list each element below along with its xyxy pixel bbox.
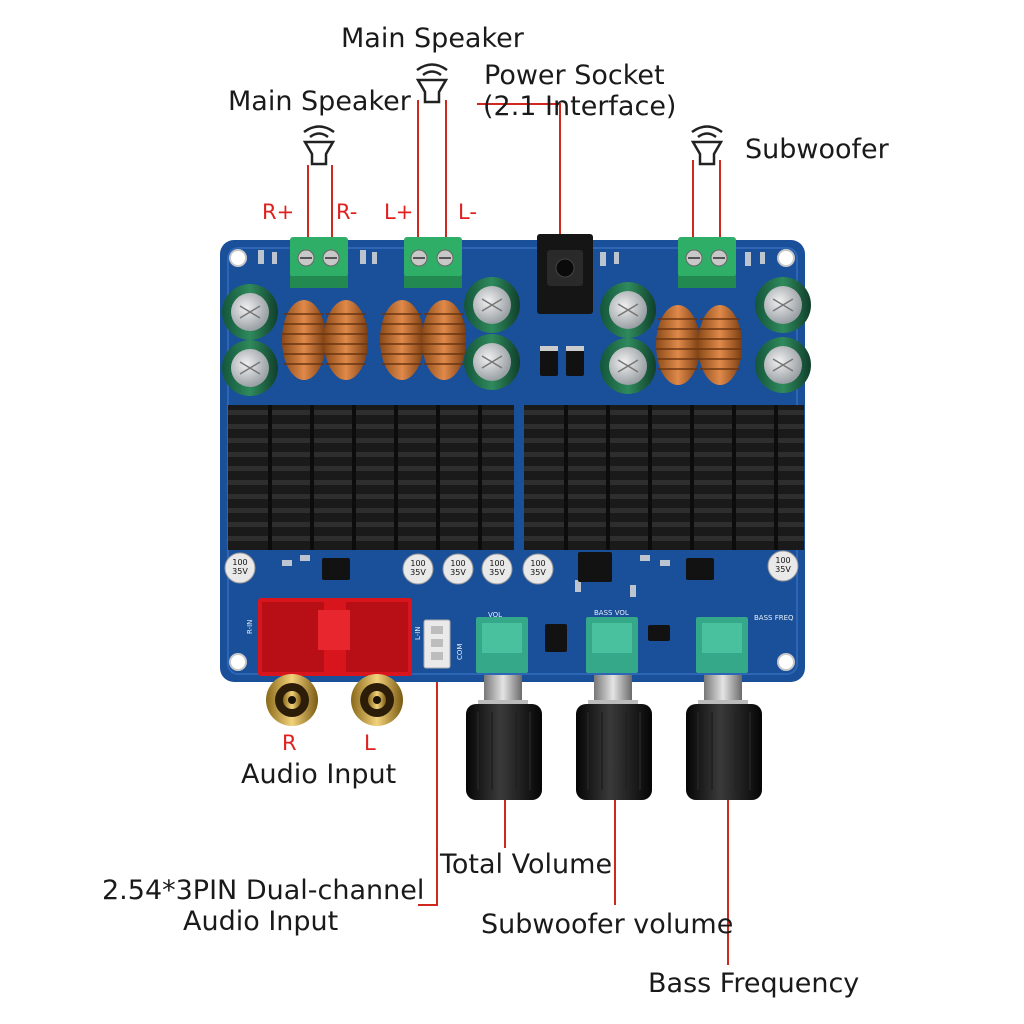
potentiometer-total-volume <box>466 617 542 800</box>
audio-input-label: Audio Input <box>241 759 397 790</box>
rca-jack-block <box>258 598 412 726</box>
heatsink-right <box>524 405 804 550</box>
leader-lines <box>307 100 729 965</box>
cap-rating-2: 35V <box>232 567 248 576</box>
cap-rating-1: 100 <box>489 559 504 568</box>
pin-header-3pin <box>423 619 451 669</box>
cap-rating-2: 35V <box>450 568 466 577</box>
cap-rating-1: 100 <box>775 556 790 565</box>
pin-input-label-line1: 2.54*3PIN Dual-channel <box>102 875 425 906</box>
terminal-block-subwoofer <box>678 237 736 288</box>
vol-silk: VOL <box>488 611 502 619</box>
bass-vol-silk: BASS VOL <box>594 609 629 617</box>
main-speaker-top-label: Main Speaker <box>341 23 524 54</box>
total-volume-label: Total Volume <box>440 849 613 880</box>
cap-rating-2: 35V <box>775 565 791 574</box>
cap-rating-1: 100 <box>410 559 425 568</box>
ic-chips <box>322 552 714 652</box>
cap-rating-2: 35V <box>530 568 546 577</box>
cap-rating-2: 35V <box>410 568 426 577</box>
smd-diodes <box>540 346 584 376</box>
terminal-l-plus: L+ <box>384 200 414 224</box>
heatsink-left <box>228 405 514 550</box>
potentiometer-subwoofer-volume <box>576 617 652 800</box>
cap-rating-2: 35V <box>489 568 505 577</box>
power-socket-label-line2: (2.1 Interface) <box>483 91 677 122</box>
power-socket-label-line1: Power Socket <box>484 60 665 91</box>
bass-freq-silk: BASS FREQ <box>754 614 794 622</box>
cap-rating-1: 100 <box>450 559 465 568</box>
bass-frequency-label: Bass Frequency <box>648 968 860 999</box>
rca-l-label: L <box>364 731 376 755</box>
pin-input-label-line2: Audio Input <box>183 906 339 937</box>
r-in-silk: R-IN <box>246 620 254 634</box>
cap-rating-1: 100 <box>232 558 247 567</box>
subwoofer-label: Subwoofer <box>745 134 889 165</box>
rca-r-label: R <box>282 731 297 755</box>
power-socket <box>537 234 593 314</box>
inductor-coils <box>282 300 742 385</box>
terminal-block-left <box>404 237 462 288</box>
main-speaker-left-label: Main Speaker <box>228 86 411 117</box>
speaker-icon <box>690 125 724 166</box>
terminal-r-minus: R- <box>336 200 358 224</box>
capacitors <box>222 277 811 396</box>
subwoofer-volume-label: Subwoofer volume <box>481 909 734 940</box>
terminal-l-minus: L- <box>458 200 477 224</box>
cap-rating-1: 100 <box>530 559 545 568</box>
terminal-r-plus: R+ <box>262 200 295 224</box>
com-silk: COM <box>456 644 464 660</box>
potentiometer-bass-frequency <box>686 617 762 800</box>
terminal-block-right <box>290 237 348 288</box>
speaker-icon <box>302 125 336 166</box>
speaker-icon <box>415 63 449 104</box>
l-in-silk: L-IN <box>414 626 422 640</box>
